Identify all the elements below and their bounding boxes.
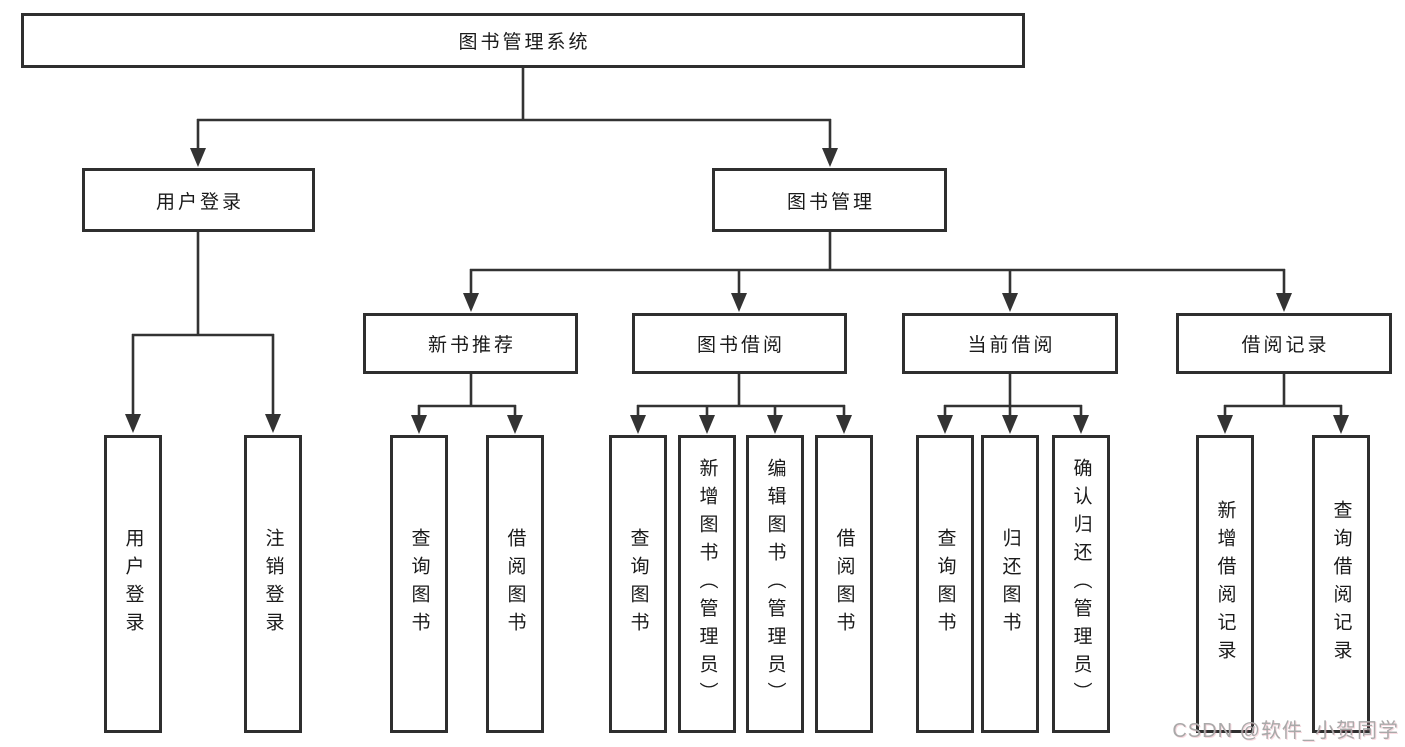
leaf-label: 查询图书	[408, 528, 430, 640]
leaf-label: 借阅图书	[833, 528, 855, 640]
leaf-borrow-query-book: 查询图书	[609, 435, 667, 733]
leaf-borrow-add-book-admin: 新增图书（管理员）	[678, 435, 736, 733]
leaf-newbook-query-book: 查询图书	[390, 435, 448, 733]
node-book-borrow: 图书借阅	[632, 313, 847, 374]
leaf-label: 查询图书	[934, 528, 956, 640]
connector-book-management	[463, 232, 1292, 312]
node-root: 图书管理系统	[21, 13, 1025, 68]
connector-user-login	[125, 232, 281, 433]
arrow-down-icon	[699, 415, 715, 434]
arrow-down-icon	[125, 414, 141, 433]
node-book-management: 图书管理	[712, 168, 947, 232]
node-label: 图书管理	[786, 191, 875, 213]
arrow-down-icon	[463, 293, 479, 312]
leaf-current-confirm-return-admin: 确认归还（管理员）	[1052, 435, 1110, 733]
leaf-label: 编辑图书（管理员）	[764, 458, 786, 710]
node-label: 当前借阅	[967, 335, 1056, 356]
arrow-down-icon	[1002, 293, 1018, 312]
connector-current-borrow	[937, 374, 1089, 434]
node-user-login: 用户登录	[82, 168, 315, 232]
leaf-record-add-record: 新增借阅记录	[1196, 435, 1254, 733]
leaf-logout: 注销登录	[244, 435, 302, 733]
leaf-label: 查询借阅记录	[1330, 500, 1352, 668]
leaf-label: 用户登录	[122, 528, 144, 640]
arrow-down-icon	[265, 414, 281, 433]
arrow-down-icon	[507, 415, 523, 434]
arrow-down-icon	[937, 415, 953, 434]
node-borrow-record: 借阅记录	[1176, 313, 1392, 374]
leaf-label: 新增图书（管理员）	[696, 458, 718, 710]
arrow-down-icon	[767, 415, 783, 434]
leaf-label: 确认归还（管理员）	[1070, 458, 1092, 710]
leaf-borrow-edit-book-admin: 编辑图书（管理员）	[746, 435, 804, 733]
arrow-down-icon	[731, 293, 747, 312]
leaf-borrow-borrow-book: 借阅图书	[815, 435, 873, 733]
leaf-current-return-book: 归还图书	[981, 435, 1039, 733]
connector-borrow-record	[1217, 374, 1349, 434]
leaf-label: 新增借阅记录	[1214, 500, 1236, 668]
leaf-record-query-record: 查询借阅记录	[1312, 435, 1370, 733]
node-new-book-recommend: 新书推荐	[363, 313, 578, 374]
arrow-down-icon	[190, 148, 206, 167]
arrow-down-icon	[411, 415, 427, 434]
connector-new-book	[411, 374, 523, 434]
node-label: 借阅记录	[1241, 335, 1330, 356]
arrow-down-icon	[1276, 293, 1292, 312]
leaf-label: 归还图书	[999, 528, 1021, 640]
leaf-current-query-book: 查询图书	[916, 435, 974, 733]
watermark: CSDN @软件_小贺同学	[1172, 720, 1399, 742]
node-label: 新书推荐	[427, 335, 516, 356]
arrow-down-icon	[1217, 415, 1233, 434]
node-label: 用户登录	[155, 191, 244, 213]
connector-book-borrow	[630, 374, 852, 434]
arrow-down-icon	[1333, 415, 1349, 434]
node-label: 图书借阅	[696, 335, 785, 356]
leaf-label: 查询图书	[627, 528, 649, 640]
node-current-borrow: 当前借阅	[902, 313, 1118, 374]
leaf-user-login: 用户登录	[104, 435, 162, 733]
arrow-down-icon	[822, 148, 838, 167]
node-label: 图书管理系统	[458, 32, 591, 53]
leaf-newbook-borrow-book: 借阅图书	[486, 435, 544, 733]
arrow-down-icon	[630, 415, 646, 434]
arrow-down-icon	[836, 415, 852, 434]
leaf-label: 注销登录	[262, 528, 284, 640]
leaf-label: 借阅图书	[504, 528, 526, 640]
arrow-down-icon	[1073, 415, 1089, 434]
arrow-down-icon	[1002, 415, 1018, 434]
connector-root	[190, 68, 838, 167]
